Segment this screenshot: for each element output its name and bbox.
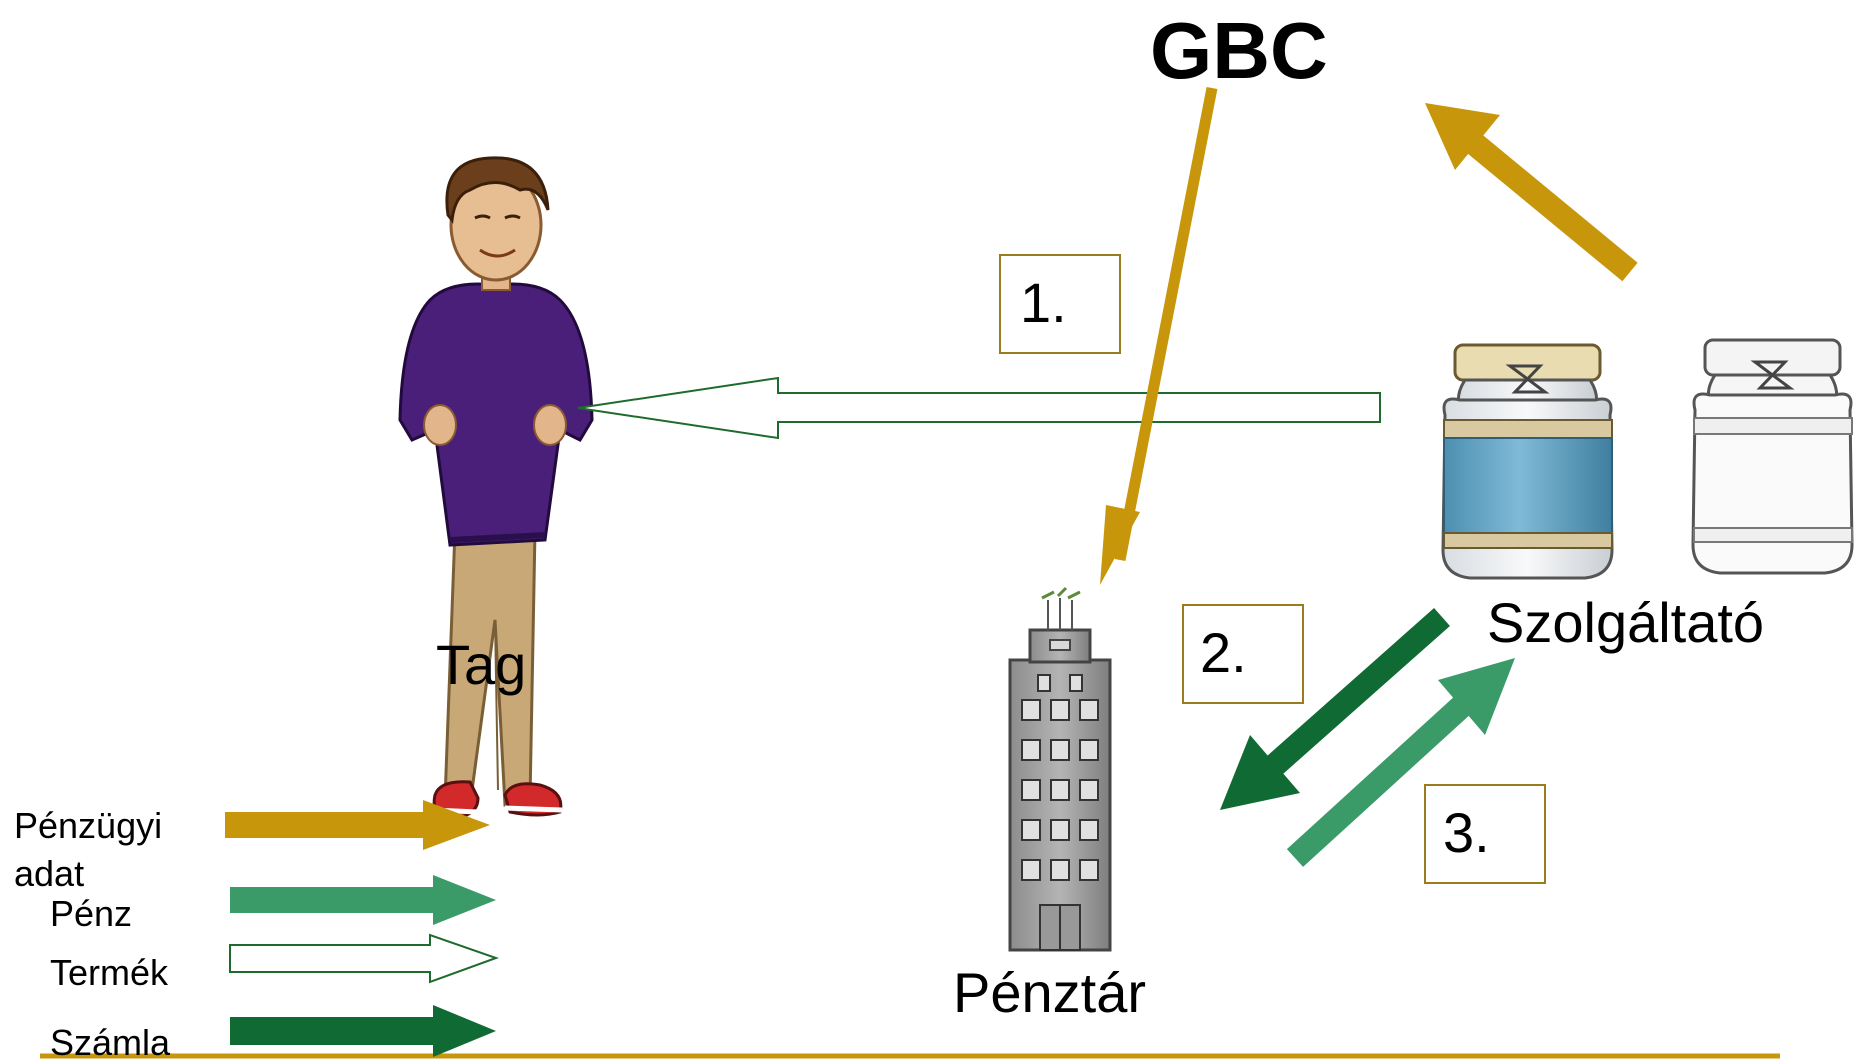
step-label-1: 1. [1020, 271, 1067, 334]
person-icon [398, 156, 594, 820]
step-box-3 [1424, 784, 1546, 884]
jar-icon [1441, 343, 1614, 580]
step-box-2 [1182, 604, 1304, 704]
title-gbc: GBC [1150, 6, 1328, 95]
legend-arrow-money [230, 875, 496, 925]
financial-data-arrow [1425, 103, 1638, 282]
node-label-cashier: Pénztár [953, 961, 1146, 1024]
legend-label-product: Termék [50, 952, 169, 993]
money-arrow [1286, 658, 1515, 867]
product-arrow [577, 376, 1381, 440]
empty-jar-icon [1691, 338, 1854, 575]
node-label-provider: Szolgáltató [1487, 591, 1765, 654]
legend-arrow-financial [225, 800, 490, 850]
legend-label-financial: Pénzügyi adat [14, 805, 163, 894]
legend-label-invoice: Számla [50, 1022, 171, 1063]
legend-label-money: Pénz [50, 893, 133, 934]
step-label-3: 3. [1443, 801, 1490, 864]
node-label-member: Tag [436, 633, 527, 696]
legend-arrow-invoice [230, 1005, 496, 1057]
legend-arrow-product [229, 933, 499, 984]
invoice-arrow [1220, 608, 1450, 810]
step-label-2: 2. [1200, 621, 1247, 684]
step-box-1 [999, 254, 1121, 354]
financial-data-line [1100, 86, 1218, 585]
building-icon [1008, 586, 1112, 952]
